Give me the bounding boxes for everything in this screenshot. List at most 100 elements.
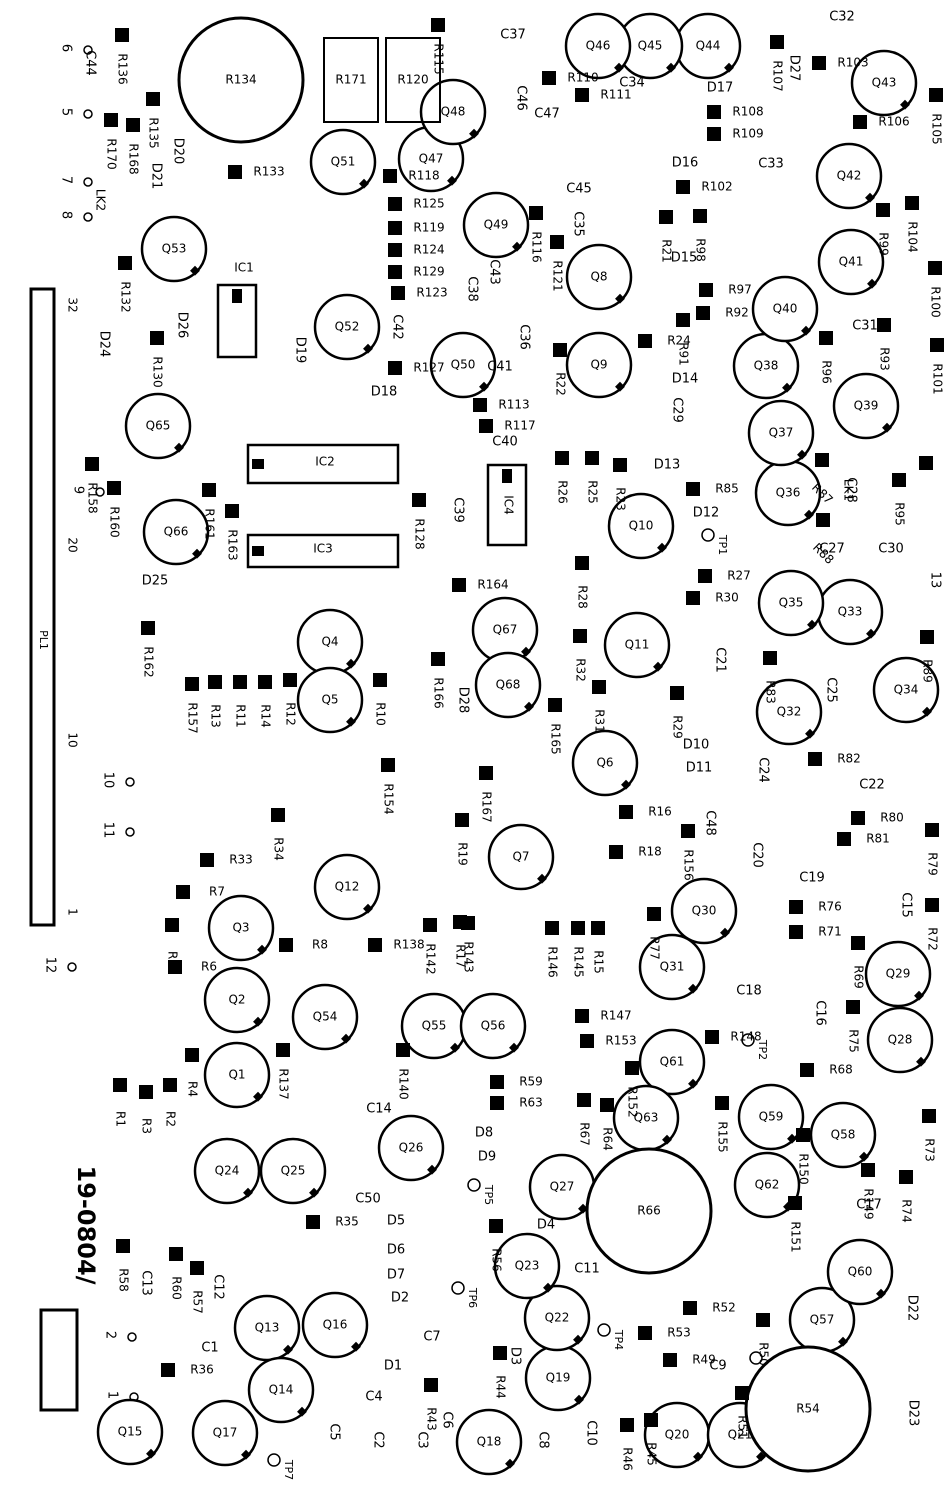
resistor-pad <box>683 1301 697 1315</box>
test-point-label: TP6 <box>466 1287 479 1308</box>
resistor-pad <box>919 456 933 470</box>
transistor-tab <box>782 382 792 393</box>
resistor-pad <box>756 1313 770 1327</box>
transistor-q52: Q52 <box>313 293 381 361</box>
transistor-body <box>142 498 210 566</box>
resistor-pad <box>529 206 543 220</box>
resistor-r149: R149 <box>861 1163 876 1220</box>
resistor-pad <box>735 1386 749 1400</box>
transistor-body <box>474 651 542 719</box>
resistor-label: R71 <box>818 925 842 939</box>
transistor-body <box>455 1408 523 1476</box>
diode-d21: D21 <box>149 163 164 190</box>
side-pin-pad <box>83 177 93 187</box>
transistor-tab <box>666 62 676 73</box>
resistor-label: R109 <box>732 127 763 141</box>
resistor-label: R45 <box>645 1442 659 1466</box>
transistor-body <box>564 12 632 80</box>
transistor-q66: Q66 <box>142 498 210 566</box>
resistor-pad <box>698 569 712 583</box>
resistor-label: R30 <box>715 591 739 605</box>
transistor-q31: Q31 <box>638 933 706 1001</box>
resistor-pad <box>165 918 179 932</box>
transistor-label: Q49 <box>484 218 509 232</box>
connector-pl1 <box>29 287 56 927</box>
transistor-q48: Q48 <box>419 78 487 146</box>
test-point-label: TP1 <box>716 534 729 555</box>
diode-d12: D12 <box>693 506 720 521</box>
transistor-q50: Q50 <box>429 331 497 399</box>
resistor-r157: R157 <box>185 677 200 734</box>
capacitor-c34: C34 <box>619 76 645 91</box>
resistor-r16: R16 <box>619 805 672 819</box>
resistor-r6: R6 <box>168 960 217 974</box>
transistor-label: Q3 <box>232 921 249 935</box>
resistor-pad <box>620 1418 634 1432</box>
connector-pin-label: 20 <box>66 537 80 552</box>
resistor-r107: R107 <box>770 35 785 92</box>
resistor-r115: R115 <box>431 18 446 75</box>
resistor-pad <box>373 673 387 687</box>
resistor-pad <box>113 1078 127 1092</box>
resistor-r14: R14 <box>258 675 273 728</box>
transistor-label: Q13 <box>255 1321 280 1335</box>
transistor-body <box>247 1356 315 1424</box>
transistor-q68: Q68 <box>474 651 542 719</box>
resistor-r100: R100 <box>928 261 943 318</box>
side-pin-label: 12 <box>43 957 58 974</box>
resistor-r119: R119 <box>388 221 445 235</box>
capacitor-c21: C21 <box>713 647 728 673</box>
resistor-label: R162 <box>142 646 156 677</box>
resistor-pad <box>202 483 216 497</box>
resistor-r127: R127 <box>388 361 445 375</box>
resistor-r18: R18 <box>609 845 662 859</box>
transistor-body <box>638 933 706 1001</box>
resistor-label: R127 <box>413 361 444 375</box>
resistor-label: R138 <box>393 938 424 952</box>
transistor-tab <box>720 927 730 938</box>
resistor-r11: R11 <box>233 675 248 728</box>
resistor-r130: R130 <box>150 331 165 388</box>
transistor-q22: Q22 <box>523 1284 591 1352</box>
transistor-body <box>487 823 555 891</box>
resistor-r35: R35 <box>306 1215 359 1229</box>
transistor-q37: Q37 <box>747 399 815 467</box>
test-point-pad <box>741 1033 755 1047</box>
transistor-body <box>670 877 738 945</box>
side-pin-pad <box>67 962 77 972</box>
resistor-label: R89 <box>921 659 935 683</box>
resistor-pad <box>715 1096 729 1110</box>
transistor-q4: Q4 <box>296 608 364 676</box>
resistor-label: R97 <box>728 283 752 297</box>
resistor-pad <box>118 256 132 270</box>
resistor-r163: R163 <box>225 504 240 561</box>
resistor-pad <box>851 936 865 950</box>
resistor-r125: R125 <box>388 197 445 211</box>
resistor-label: R123 <box>416 286 447 300</box>
capacitor-c42: C42 <box>390 314 405 340</box>
resistor-label: R52 <box>712 1301 736 1315</box>
resistor-label: R154 <box>382 783 396 814</box>
diode-d5: D5 <box>387 1214 405 1229</box>
transistor-body <box>607 492 675 560</box>
transistor-label: Q20 <box>665 1428 690 1442</box>
test-point-label: TP7 <box>282 1459 295 1480</box>
transistor-label: Q7 <box>512 850 529 864</box>
transistor-body <box>747 399 815 467</box>
resistor-r142: R142 <box>423 918 438 975</box>
board-number: 19-0804/ <box>72 1166 100 1285</box>
diode-d23: D23 <box>906 1400 921 1427</box>
transistor-q42: Q42 <box>815 142 883 210</box>
transistor-label: Q8 <box>590 270 607 284</box>
resistor-pad <box>812 56 826 70</box>
resistor-pad <box>208 675 222 689</box>
resistor-r143: R143 <box>461 916 476 973</box>
resistor-label: R166 <box>432 677 446 708</box>
resistor-pad <box>592 680 606 694</box>
side-pin-pad <box>127 1332 137 1342</box>
resistor-label: R165 <box>549 723 563 754</box>
diode-d10: D10 <box>683 738 710 753</box>
resistor-pad <box>176 885 190 899</box>
transistor-tab <box>807 619 817 630</box>
resistor-r52: R52 <box>683 1301 736 1315</box>
